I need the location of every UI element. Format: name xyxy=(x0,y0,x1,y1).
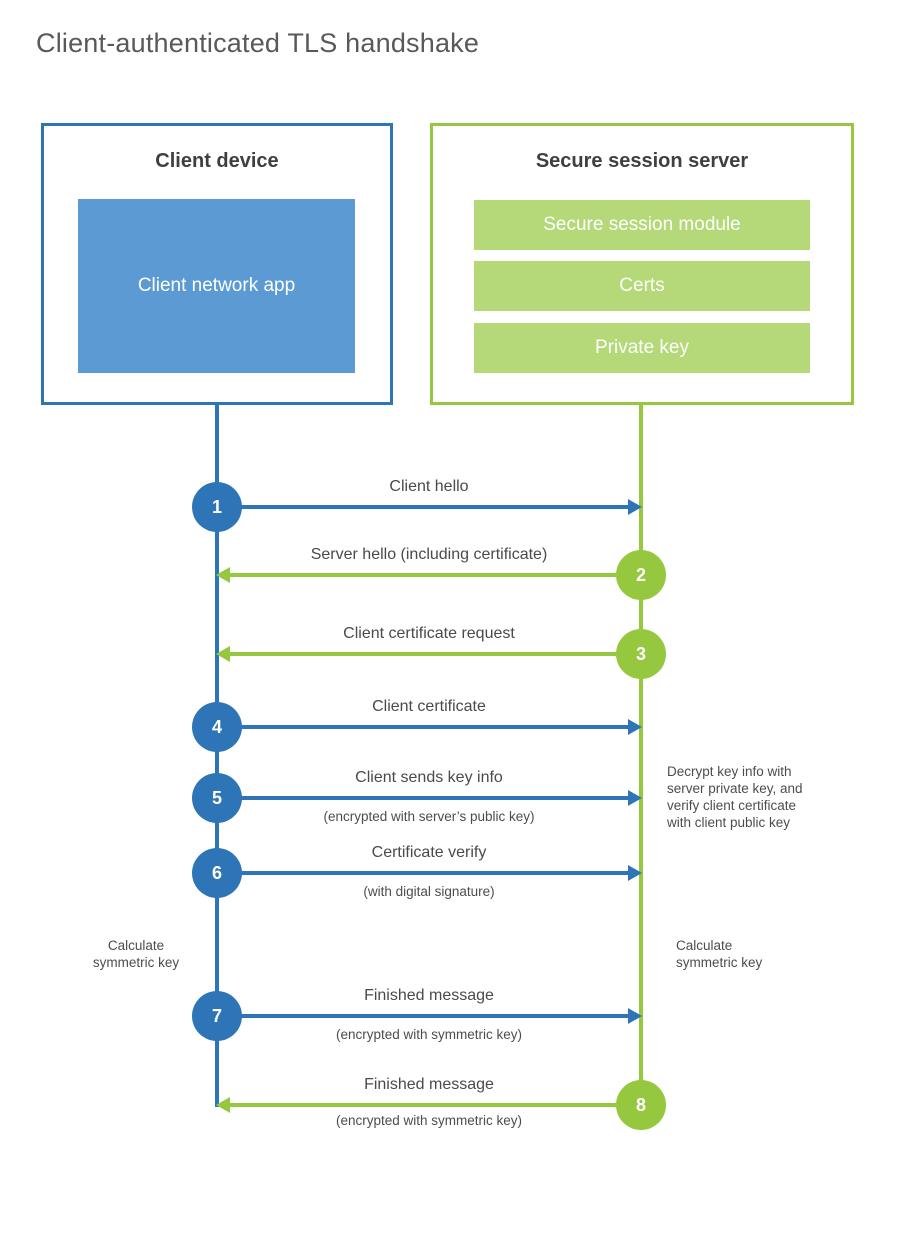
server-decrypt-note: Decrypt key info with server private key… xyxy=(667,764,803,830)
server-module-bar-secure-session: Secure session module xyxy=(474,200,810,250)
step-5-sublabel: (encrypted with server’s public key) xyxy=(323,809,535,824)
step-4-label: Client certificate xyxy=(372,698,486,715)
server-module-bar-certs: Certs xyxy=(474,261,810,311)
step-2-badge: 2 xyxy=(616,550,666,600)
page-title: Client-authenticated TLS handshake xyxy=(36,28,480,58)
step-6-badge: 6 xyxy=(192,848,242,898)
step-3-badge: 3 xyxy=(616,629,666,679)
client-calculate-symmetric-key-note: Calculate symmetric key xyxy=(92,938,180,970)
step-1-badge: 1 xyxy=(192,482,242,532)
client-lifeline xyxy=(215,404,219,1107)
step-8-arrowhead-icon xyxy=(216,1097,230,1113)
client-device-title: Client device xyxy=(155,150,279,172)
step-4-badge: 4 xyxy=(192,702,242,752)
step-1-arrow xyxy=(240,505,629,509)
step-3-arrow xyxy=(230,652,616,656)
step-2-arrow xyxy=(230,573,616,577)
step-7-arrowhead-icon xyxy=(628,1008,642,1024)
step-8-badge: 8 xyxy=(616,1080,666,1130)
step-4-arrow xyxy=(240,725,629,729)
server-module-bar-private-key: Private key xyxy=(474,323,810,373)
step-7-badge: 7 xyxy=(192,991,242,1041)
step-2-label: Server hello (including certificate) xyxy=(310,546,548,563)
step-6-arrowhead-icon xyxy=(628,865,642,881)
step-3-label: Client certificate request xyxy=(343,625,515,642)
step-7-sublabel: (encrypted with symmetric key) xyxy=(335,1027,523,1042)
step-5-label: Client sends key info xyxy=(355,769,503,786)
client-network-app-box: Client network app xyxy=(78,199,355,373)
server-lifeline xyxy=(639,404,643,1105)
step-3-arrowhead-icon xyxy=(216,646,230,662)
step-6-sublabel: (with digital signature) xyxy=(363,884,495,899)
step-6-arrow xyxy=(240,871,629,875)
step-8-sublabel: (encrypted with symmetric key) xyxy=(335,1113,523,1128)
step-7-label: Finished message xyxy=(364,987,494,1004)
server-title: Secure session server xyxy=(535,150,749,172)
step-2-arrowhead-icon xyxy=(216,567,230,583)
step-1-label: Client hello xyxy=(389,478,469,495)
step-8-arrow xyxy=(230,1103,616,1107)
step-5-arrow xyxy=(240,796,629,800)
step-4-arrowhead-icon xyxy=(628,719,642,735)
server-calculate-symmetric-key-note: Calculate symmetric key xyxy=(676,938,763,970)
step-5-arrowhead-icon xyxy=(628,790,642,806)
step-7-arrow xyxy=(240,1014,629,1018)
step-8-label: Finished message xyxy=(364,1076,494,1093)
step-5-badge: 5 xyxy=(192,773,242,823)
step-6-label: Certificate verify xyxy=(371,844,487,861)
step-1-arrowhead-icon xyxy=(628,499,642,515)
